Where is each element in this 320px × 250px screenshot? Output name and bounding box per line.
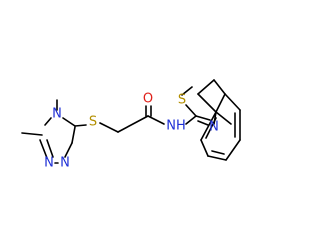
structure-svg: S O NH S N N N N [21, 79, 241, 171]
bond-n4-c5 [62, 117, 76, 127]
bond-ch2-a [197, 79, 215, 95]
bond-c3-n2 [39, 139, 48, 159]
bond-ch2-b [213, 79, 226, 95]
bond-ch2-c3a [215, 93, 226, 113]
atom-label-s-thioether: S [89, 115, 97, 130]
bond-benz-3 [225, 139, 241, 161]
atom-label-s-thiazole: S [178, 93, 186, 108]
atom-label-n1-triazole: N [60, 156, 70, 171]
bond-c2-n [195, 115, 211, 121]
bond-co-nh [147, 115, 165, 125]
bond-benz-5 [200, 139, 209, 157]
linker [99, 105, 197, 133]
bond-c5-s [74, 124, 87, 127]
bond-c3-methyl [21, 132, 43, 136]
bond-s-ch2 [99, 122, 119, 133]
naphthalene-ring [197, 79, 241, 161]
atom-labels: S O NH S N N N N [44, 92, 219, 171]
bond-n4-c3 [44, 117, 52, 126]
atom-label-n2-triazole: N [44, 156, 54, 171]
bond-c5-ring [71, 126, 76, 144]
bond-c2-n-double [197, 120, 209, 126]
bond-c3a-benz [215, 111, 232, 125]
atom-label-o-carbonyl: O [143, 92, 153, 107]
bond-c3-n2-double [46, 139, 54, 158]
bond-ch2-co [117, 115, 149, 133]
bond-n1-c5 [64, 142, 73, 158]
bond-s-c7a [181, 86, 193, 96]
atom-label-n4-triazole: N [52, 107, 62, 122]
bond-benz-6 [200, 111, 217, 141]
bond-benz-1 [224, 93, 241, 111]
triazole-ring [21, 99, 87, 164]
bond-c3a-c7a [197, 93, 217, 113]
bond-benz-4 [207, 155, 227, 161]
bond-c2-s [185, 104, 197, 117]
bond-benz-4-inner [211, 150, 225, 155]
atom-label-n-thiazole: N [209, 120, 219, 135]
atom-label-nh-amide: NH [166, 119, 186, 134]
molecule-diagram: S O NH S N N N N [21, 79, 241, 171]
bond-benz-6-inner [205, 117, 217, 139]
bond-nh-c2 [185, 115, 197, 125]
